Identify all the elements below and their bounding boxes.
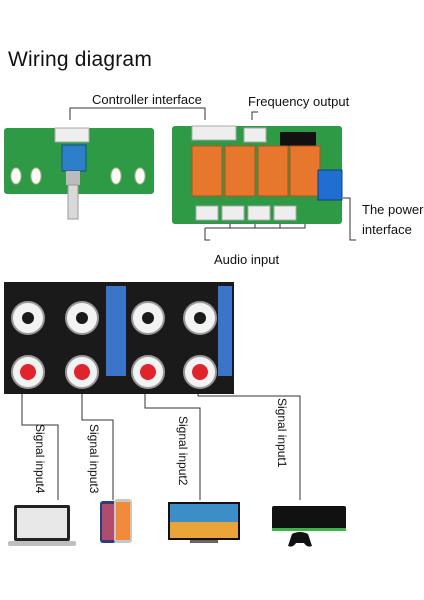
- controller-board: [4, 127, 154, 220]
- leader-lines: [21, 107, 356, 500]
- signal-input-1-label: Signal input1: [275, 398, 289, 468]
- signal-input-3-label: Signal input3: [87, 424, 101, 494]
- phone-icon: [100, 499, 132, 543]
- diagram-title: Wiring diagram: [8, 48, 153, 71]
- controller-interface-label: Controller interface: [92, 92, 202, 107]
- frequency-output-label: Frequency output: [248, 94, 350, 109]
- tv-icon: [168, 502, 240, 543]
- power-interface-label-line1: The power: [362, 202, 424, 217]
- game-console-icon: [272, 506, 346, 547]
- audio-input-label: Audio input: [214, 252, 280, 267]
- rca-jack-block: [4, 282, 234, 394]
- power-interface-label-line2: interface: [362, 222, 412, 237]
- relay-board: [172, 125, 343, 224]
- signal-input-2-label: Signal input2: [176, 416, 190, 486]
- signal-input-4-label: Signal input4: [33, 424, 47, 494]
- laptop-icon: [8, 505, 76, 546]
